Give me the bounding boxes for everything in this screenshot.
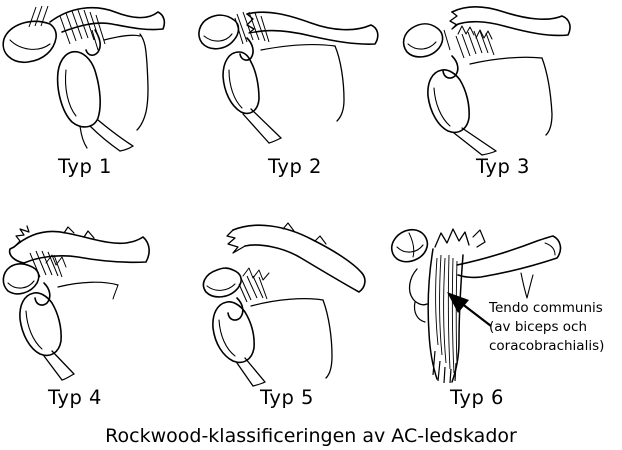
figure-caption: Rockwood-klassificeringen av AC-ledskado… — [105, 425, 517, 447]
scapula-border — [136, 33, 149, 131]
acromion — [2, 20, 57, 63]
acromion — [402, 23, 444, 58]
clavicle — [246, 11, 379, 45]
typ4-panel — [0, 205, 175, 385]
typ4-illustration — [2, 225, 150, 381]
ligament-hatching — [234, 11, 270, 45]
annotation-line-3: coracobrachialis) — [489, 338, 605, 354]
typ4-label: Typ 4 — [48, 386, 102, 409]
ligament-hatching — [238, 275, 268, 303]
scapula-tip — [520, 272, 534, 299]
glenoid — [427, 69, 470, 134]
annotation-line-1: Tendo communis — [489, 300, 603, 316]
glenoid — [212, 301, 255, 364]
scapula-border — [541, 57, 553, 136]
coracoid — [227, 297, 244, 321]
typ3-illustration — [402, 5, 571, 156]
torn-ligament-tufts — [242, 267, 270, 281]
clavicle — [232, 224, 366, 293]
typ5-illustration — [202, 222, 366, 387]
clavicle — [451, 5, 571, 37]
typ6-illustration — [390, 228, 562, 384]
typ5-label: Typ 5 — [260, 386, 314, 409]
typ1-panel — [0, 0, 190, 152]
acromion — [198, 14, 240, 50]
typ2-panel — [195, 0, 395, 152]
typ1-label: Typ 1 — [58, 155, 112, 178]
glenoid — [56, 50, 101, 128]
glenoid — [222, 51, 260, 115]
torn-ligament-tufts — [457, 25, 493, 40]
acromion — [202, 267, 242, 298]
ligament-hatching — [29, 250, 63, 278]
typ1-illustration — [2, 5, 166, 152]
acromion — [390, 228, 429, 263]
clavicle — [49, 6, 166, 33]
coracoid — [442, 55, 459, 79]
coracoid — [239, 37, 254, 61]
typ6-panel — [385, 203, 622, 385]
scapula-border — [334, 45, 345, 122]
tendon-fibers — [435, 254, 458, 374]
acromion — [2, 263, 40, 295]
clavicle — [8, 230, 150, 264]
typ3-label: Typ 3 — [476, 155, 530, 178]
typ3-panel — [400, 0, 622, 158]
tendo-communis-annotation: Tendo communis (av biceps och coracobrac… — [489, 299, 622, 356]
annotation-arrow — [447, 292, 492, 327]
ligament-hatching — [28, 5, 106, 51]
coracoid — [34, 282, 51, 306]
typ2-illustration — [198, 11, 379, 144]
typ2-label: Typ 2 — [268, 155, 322, 178]
ligament-hatching — [443, 29, 495, 59]
clavicle — [456, 235, 562, 279]
glenoid — [19, 292, 62, 357]
typ5-panel — [195, 200, 400, 390]
typ6-label: Typ 6 — [450, 386, 504, 409]
bone-fragments — [434, 228, 470, 248]
annotation-line-2: (av biceps och — [489, 319, 588, 335]
scapula-border — [322, 299, 333, 379]
